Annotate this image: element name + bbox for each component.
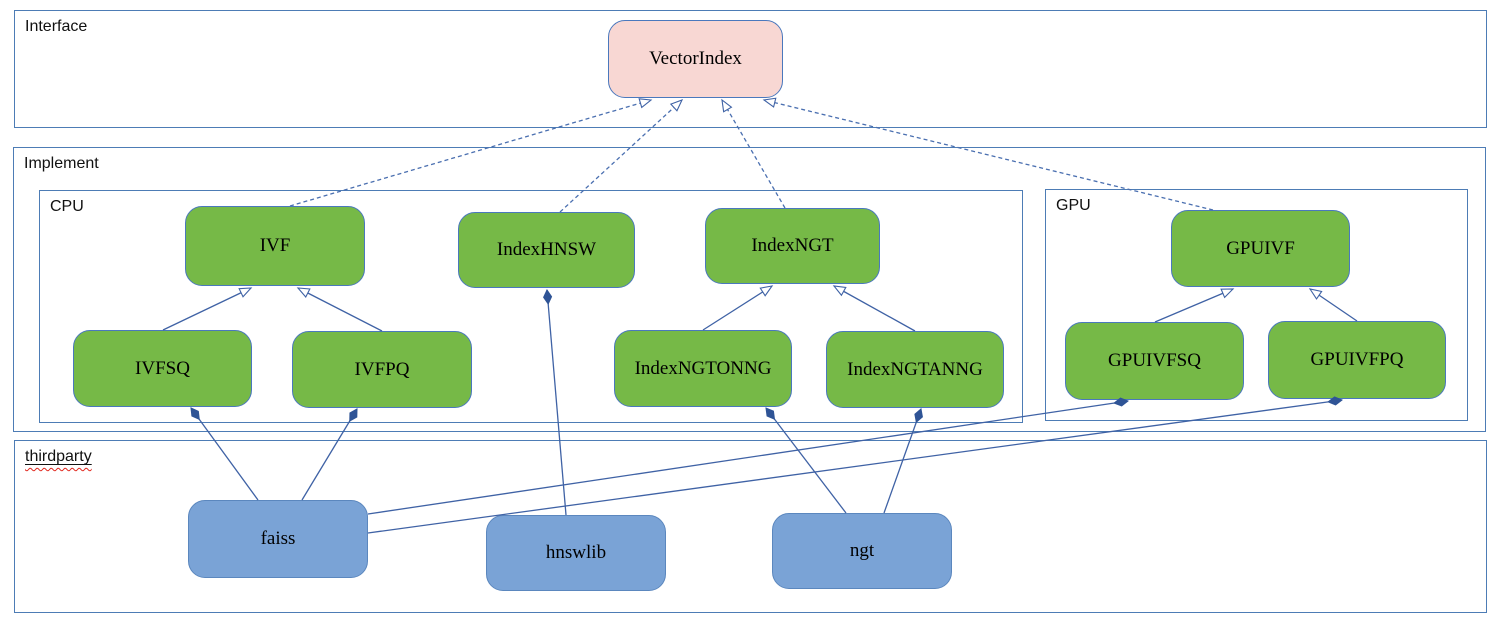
node-gpuivfpq-label: GPUIVFPQ bbox=[1310, 349, 1404, 370]
section-cpu-label: CPU bbox=[50, 198, 84, 215]
node-hnswlib: hnswlib bbox=[486, 515, 666, 591]
node-indexhnsw-label: IndexHNSW bbox=[496, 239, 597, 260]
node-ivfpq: IVFPQ bbox=[292, 331, 472, 408]
node-ngt-label: ngt bbox=[849, 540, 875, 561]
node-ivfsq: IVFSQ bbox=[73, 330, 252, 407]
node-indexhnsw: IndexHNSW bbox=[458, 212, 635, 288]
node-indexngtonng-label: IndexNGTONNG bbox=[634, 357, 772, 379]
section-implement-label: Implement bbox=[24, 155, 99, 172]
node-hnswlib-label: hnswlib bbox=[545, 542, 607, 563]
spellcheck-wavy-underline: thirdparty bbox=[25, 448, 92, 465]
node-ivfsq-label: IVFSQ bbox=[135, 357, 190, 379]
section-thirdparty-label: thirdparty bbox=[25, 448, 92, 466]
node-ivf: IVF bbox=[185, 206, 365, 286]
node-gpuivfsq: GPUIVFSQ bbox=[1065, 322, 1244, 400]
node-indexngtanng: IndexNGTANNG bbox=[826, 331, 1004, 408]
node-vectorindex: VectorIndex bbox=[608, 20, 783, 98]
node-faiss: faiss bbox=[188, 500, 368, 578]
node-indexngt-label: IndexNGT bbox=[751, 235, 834, 256]
section-gpu-label: GPU bbox=[1056, 197, 1091, 214]
node-gpuivf: GPUIVF bbox=[1171, 210, 1350, 287]
node-gpuivfsq-label: GPUIVFSQ bbox=[1108, 350, 1201, 371]
node-gpuivfpq: GPUIVFPQ bbox=[1268, 321, 1446, 399]
node-indexngtanng-label: IndexNGTANNG bbox=[847, 358, 983, 380]
node-ivfpq-label: IVFPQ bbox=[354, 358, 410, 380]
section-interface-label: Interface bbox=[25, 18, 88, 35]
node-indexngt: IndexNGT bbox=[705, 208, 880, 284]
section-thirdparty-label-text: thirdparty bbox=[25, 448, 92, 465]
node-ivf-label: IVF bbox=[259, 235, 291, 256]
node-vectorindex-label: VectorIndex bbox=[649, 48, 742, 69]
node-ngt: ngt bbox=[772, 513, 952, 589]
node-indexngtonng: IndexNGTONNG bbox=[614, 330, 792, 407]
node-faiss-label: faiss bbox=[260, 528, 296, 549]
node-gpuivf-label: GPUIVF bbox=[1226, 237, 1295, 259]
